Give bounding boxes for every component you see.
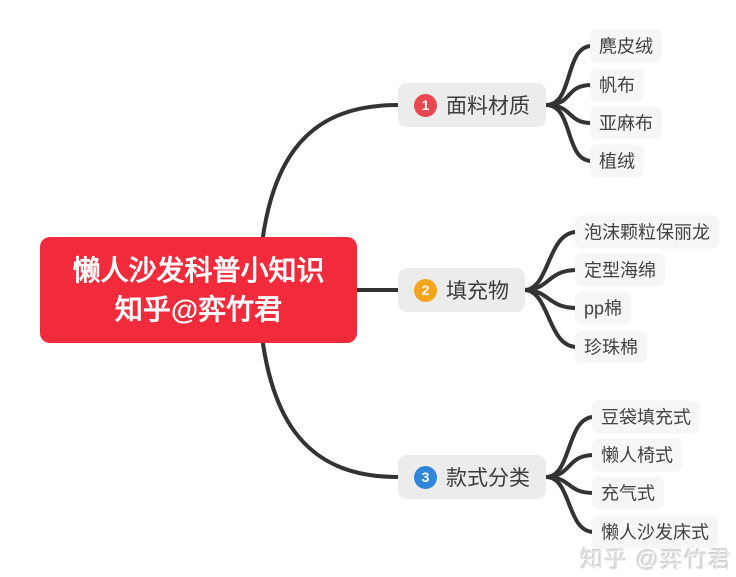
branch-label: 面料材质 (446, 95, 530, 118)
number-2-badge-icon: 2 (414, 278, 437, 302)
central-topic-title: 懒人沙发科普小知识 (72, 255, 325, 286)
leaf-node-pearl-cotton[interactable]: 珍珠棉 (575, 330, 647, 364)
leaf-node-lazy-chair[interactable]: 懒人椅式 (592, 438, 682, 472)
branch-node-fabric-material[interactable]: 1 面料材质 (398, 83, 546, 127)
leaf-node-foam-particles[interactable]: 泡沫颗粒保丽龙 (575, 215, 719, 249)
number-3-badge-icon: 3 (414, 465, 437, 489)
connector-branch1-leaf4 (544, 103, 594, 163)
central-topic-node[interactable]: 懒人沙发科普小知识 知乎@弈竹君 (40, 237, 357, 343)
branch-node-filling[interactable]: 2 填充物 (398, 268, 525, 312)
leaf-node-pp-cotton[interactable]: pp棉 (575, 291, 632, 325)
connector-branch2-leaf4 (522, 288, 579, 349)
leaf-node-flocking[interactable]: 植绒 (590, 144, 644, 178)
branch-node-style-category[interactable]: 3 款式分类 (398, 455, 546, 499)
leaf-node-inflatable[interactable]: 充气式 (592, 476, 664, 510)
branch-label: 填充物 (446, 280, 509, 303)
number-1-badge-icon: 1 (414, 93, 437, 117)
leaf-node-shaped-sponge[interactable]: 定型海绵 (575, 253, 665, 287)
leaf-node-linen[interactable]: 亚麻布 (590, 106, 662, 140)
central-topic-author: 知乎@弈竹君 (114, 294, 283, 325)
leaf-node-beanbag-filled[interactable]: 豆袋填充式 (592, 400, 700, 434)
leaf-node-lazy-sofa-bed[interactable]: 懒人沙发床式 (592, 515, 718, 549)
zhihu-watermark: 知乎 @弈竹君 (580, 546, 732, 572)
leaf-node-canvas[interactable]: 帆布 (590, 68, 644, 102)
leaf-node-suede[interactable]: 麂皮绒 (590, 29, 662, 63)
branch-label: 款式分类 (446, 467, 530, 490)
connector-branch3-leaf4 (544, 475, 596, 534)
